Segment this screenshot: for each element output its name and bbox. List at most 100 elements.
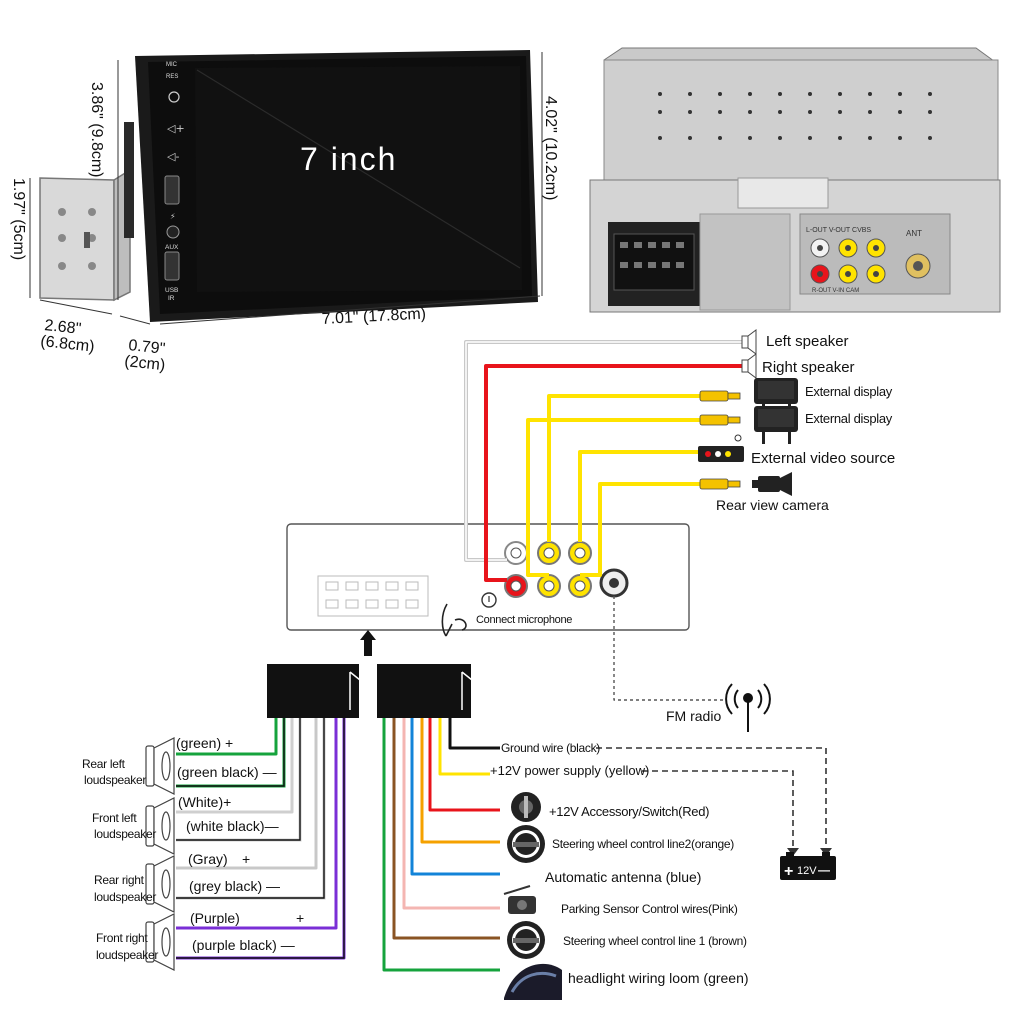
dim-screen-width: 7.01" (17.8cm) xyxy=(321,306,426,328)
dim-front-height: 3.86" (9.8cm) xyxy=(88,82,105,178)
usb-port-1[interactable] xyxy=(164,175,180,205)
front-right-name-1: Front right xyxy=(96,931,148,945)
front-left-neg: (white black)— xyxy=(186,818,279,834)
rca-output-wires xyxy=(464,340,742,701)
rear-right-neg: (grey black) — xyxy=(189,878,280,894)
harness-socket xyxy=(317,575,429,617)
battery-minus: — xyxy=(818,863,830,877)
screen-size-label: 7 inch xyxy=(300,141,397,177)
speaker-icons xyxy=(145,737,175,971)
rear-right-speaker-icon xyxy=(145,855,175,913)
fm-radio-wire xyxy=(613,596,726,701)
speaker-plug xyxy=(267,664,359,718)
headlight-icon xyxy=(504,963,562,1000)
front-left-name-1: Front left xyxy=(92,811,137,825)
power-supply-label: +12V power supply (yellow) xyxy=(490,763,649,778)
dim-chassis-height: 1.97" (5cm) xyxy=(10,178,27,260)
aux-label: AUX xyxy=(165,244,179,251)
steering-wheel-icon-1 xyxy=(507,921,545,959)
rear-bottom-label: R-OUT V-IN CAM xyxy=(812,288,859,294)
external-display-2-icon xyxy=(754,406,798,444)
rear-right-name-2: loudspeaker xyxy=(94,890,156,904)
rear-left-speaker-icon xyxy=(145,737,175,795)
output-devices: Left speaker Right speaker External disp… xyxy=(666,329,895,732)
front-right-pos: (Purple) xyxy=(190,910,240,926)
external-display-1-icon xyxy=(754,378,798,416)
battery-plus: + xyxy=(784,863,793,880)
front-right-neg: (purple black) — xyxy=(192,937,295,953)
usb-label: USB xyxy=(165,287,178,294)
power-plug xyxy=(377,664,471,718)
steering1-label: Steering wheel control line 1 (brown) xyxy=(563,934,747,948)
left-speaker-label: Left speaker xyxy=(766,333,849,350)
dim-screen-height: 4.02" (10.2cm) xyxy=(542,96,559,200)
ignition-icon xyxy=(511,792,541,822)
vent-holes xyxy=(658,92,932,140)
dim-depth-cm: (6.8cm) xyxy=(40,333,96,356)
aux-jack[interactable] xyxy=(166,225,180,239)
front-right-plus: + xyxy=(296,910,304,926)
dim-depth-in: 2.68" xyxy=(44,317,82,338)
fm-radio-icon xyxy=(725,683,771,732)
battery-label: 12V xyxy=(797,865,817,877)
front-left-speaker-icon xyxy=(145,797,175,855)
rear-view-camera-label: Rear view camera xyxy=(716,497,829,513)
headlight-label: headlight wiring loom (green) xyxy=(568,970,749,986)
steering2-label: Steering wheel control line2(orange) xyxy=(552,837,734,851)
head-unit-front: 7 inch MIC RES ◁+ ◁- ⚡ AUX USB IR xyxy=(124,50,538,322)
dim-panel-cm: (2cm) xyxy=(124,353,166,374)
rear-right-pos: (Gray) xyxy=(188,851,228,867)
dimension-lines xyxy=(29,52,543,325)
external-display-1-label: External display xyxy=(805,384,893,399)
parking-sensor-icon xyxy=(503,885,536,914)
display-2-wire xyxy=(526,418,700,577)
video-source-icon xyxy=(698,434,744,462)
rear-left-name-1: Rear left xyxy=(82,757,126,771)
chassis-box xyxy=(39,168,131,302)
video-source-wire xyxy=(578,450,700,542)
parking-label: Parking Sensor Control wires(Pink) xyxy=(561,902,738,916)
rear-left-neg: (green black) — xyxy=(177,764,277,780)
right-speaker-label: Right speaker xyxy=(762,359,855,376)
front-right-name-2: loudspeaker xyxy=(96,948,158,962)
res-label: RES xyxy=(166,74,178,80)
external-video-source-label: External video source xyxy=(751,450,895,467)
external-display-2-label: External display xyxy=(805,411,893,426)
power-wire-icons xyxy=(503,792,562,1000)
rear-view: L-OUT V-OUT CVBS R-OUT V-IN CAM ANT xyxy=(589,47,1001,313)
rear-camera-icon xyxy=(752,472,792,496)
battery-icon: + 12V — xyxy=(780,852,836,880)
antenna-label: Automatic antenna (blue) xyxy=(545,869,701,885)
dim-panel-in: 0.79" xyxy=(128,337,166,358)
rear-left-pos: (green) + xyxy=(176,735,233,751)
ir-label: IR xyxy=(168,295,175,302)
power-wires xyxy=(382,718,500,972)
left-speaker-icon xyxy=(741,329,757,355)
power-wire-labels: Ground wire (black) +12V power supply (y… xyxy=(490,741,749,986)
front-left-name-2: loudspeaker xyxy=(94,827,156,841)
volume-down-icon[interactable]: ◁- xyxy=(167,150,179,163)
volume-up-icon[interactable]: ◁+ xyxy=(167,122,185,135)
mic-label: MIC xyxy=(166,62,178,68)
connect-microphone-label: Connect microphone xyxy=(476,614,572,626)
rear-ant-label: ANT xyxy=(906,229,922,238)
front-left-pos: (White)+ xyxy=(178,794,231,810)
steering-wheel-icon-2 xyxy=(507,825,545,863)
front-right-speaker-icon xyxy=(145,913,175,971)
ground-wire-label: Ground wire (black) xyxy=(501,741,600,755)
rear-lineout-label: L-OUT V-OUT CVBS xyxy=(806,227,871,234)
rear-right-plus: + xyxy=(242,851,250,867)
speaker-labels: Rear left loudspeaker (green) + (green b… xyxy=(82,735,304,962)
usb-port-2[interactable] xyxy=(164,251,180,281)
right-speaker-wire xyxy=(484,364,742,582)
rear-right-name-1: Rear right xyxy=(94,873,145,887)
microphone-icon xyxy=(441,603,467,637)
front-view: 7 inch MIC RES ◁+ ◁- ⚡ AUX USB IR 3.8 xyxy=(10,50,559,374)
rear-left-name-2: loudspeaker xyxy=(84,773,146,787)
camera-wire xyxy=(580,482,700,577)
fm-radio-label: FM radio xyxy=(666,708,721,724)
power-button[interactable] xyxy=(168,91,180,103)
display-1-wire xyxy=(547,394,700,542)
right-speaker-icon xyxy=(741,353,757,379)
